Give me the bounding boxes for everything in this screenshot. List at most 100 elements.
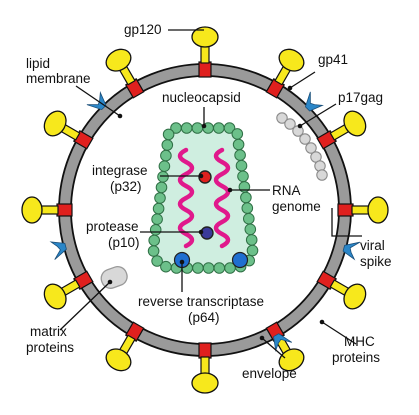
gp120-spikes: [21, 26, 389, 394]
gp120-head: [191, 372, 219, 394]
gp120-spike: [316, 270, 367, 310]
gp120-spike: [191, 342, 219, 394]
gp41-band: [198, 342, 212, 359]
capsid-bead: [149, 224, 162, 236]
label-matrix: matrix: [30, 324, 67, 339]
capsid-bead: [245, 234, 258, 246]
capsid-bead: [223, 122, 236, 134]
capsid-bead: [160, 260, 172, 273]
capsid-bead: [232, 138, 245, 151]
mhc-protein: [342, 241, 361, 261]
gp120-spike: [337, 196, 389, 224]
label-nucleocapsid: nucleocapsid: [162, 90, 241, 105]
capsid-bead: [246, 244, 259, 257]
p17gag-bead: [316, 169, 328, 181]
gp120-head: [343, 283, 367, 310]
capsid-bead: [157, 171, 169, 183]
p17gag-bead: [299, 133, 311, 145]
label-spike: spike: [360, 254, 392, 269]
capsid-bead: [237, 170, 249, 183]
nucleocapsid-beads: [147, 122, 259, 274]
capsid-bead: [235, 159, 248, 172]
gp120-spike: [316, 110, 367, 150]
capsid-bead: [241, 202, 254, 214]
capsid-bead: [234, 149, 246, 161]
label-protease-p10: (p10): [108, 235, 140, 250]
label-viral: viral: [360, 238, 385, 253]
capsid-bead: [213, 262, 226, 274]
mhc-protein: [49, 241, 67, 260]
mhc-protein: [86, 91, 107, 111]
p17gag-bead: [305, 142, 317, 154]
gp120-spike: [265, 48, 305, 99]
capsid-bead: [162, 128, 175, 141]
gp120-head: [21, 196, 43, 224]
rna-strand-left: [177, 147, 195, 249]
capsid-bead: [231, 128, 244, 140]
gp120-spike: [105, 48, 145, 99]
leader-dots: [107, 85, 325, 341]
label-rna: RNA: [272, 183, 301, 198]
capsid-bead: [180, 122, 193, 134]
label-lipid: lipid: [26, 56, 50, 71]
capsid-bead: [151, 213, 163, 225]
label-matrix-proteins: proteins: [26, 340, 74, 355]
label-envelope: envelope: [242, 366, 297, 381]
capsid-bead: [213, 122, 225, 134]
label-reverse-transcriptase-p64: (p64): [188, 310, 220, 325]
capsid-bead: [154, 192, 166, 204]
capsid-bead: [192, 262, 204, 274]
p17gag-bead: [284, 118, 296, 130]
label-gp41: gp41: [318, 52, 348, 67]
capsid-bead: [148, 234, 160, 247]
capsid-bead: [191, 122, 204, 134]
gp120-head: [278, 348, 305, 372]
capsid-bead: [158, 160, 171, 172]
gp120-head: [105, 48, 132, 72]
gp120-head: [191, 26, 219, 48]
capsid-bead: [240, 191, 252, 204]
p17gag-matrix-chain: [276, 112, 328, 181]
gp120-head: [105, 348, 132, 372]
capsid-bead: [147, 245, 160, 257]
gp41-band: [56, 203, 73, 217]
capsid-bead: [202, 262, 215, 274]
gp120-spike: [21, 196, 73, 224]
label-genome: genome: [272, 199, 321, 214]
reverse-transcriptase-right: [231, 251, 249, 269]
label-membrane: membrane: [26, 71, 91, 86]
capsid-bead: [160, 149, 172, 162]
label-p17gag: p17gag: [338, 90, 383, 105]
gp120-head: [343, 110, 367, 137]
gp120-spike: [43, 270, 94, 310]
gp120-spike: [191, 26, 219, 78]
label-integrase: integrase: [92, 163, 148, 178]
label-protease: protease: [86, 219, 139, 234]
gp41-band: [337, 203, 354, 217]
capsid-bead: [244, 223, 257, 236]
capsid-bead: [151, 255, 163, 267]
gp120-head: [43, 283, 67, 310]
gp41-band: [198, 61, 212, 78]
gp120-head: [278, 48, 305, 72]
gp120-head: [43, 110, 67, 137]
capsid-bead: [243, 212, 255, 225]
label-reverse-transcriptase: reverse transcriptase: [138, 294, 264, 309]
label-gp120: gp120: [124, 22, 162, 37]
matrix-protein-blob: [100, 265, 128, 289]
capsid-bead: [152, 202, 165, 215]
label-mhc: MHC: [344, 334, 375, 349]
mhc-protein: [304, 91, 324, 112]
gp120-spike: [43, 110, 94, 150]
label-integrase-p32: (p32): [110, 179, 142, 194]
leader-lines: [59, 29, 362, 359]
p17gag-bead: [276, 112, 288, 124]
gp120-spike: [105, 321, 145, 372]
label-mhc-proteins: proteins: [332, 350, 380, 365]
rna-strand-right: [213, 147, 231, 249]
gp120-head: [367, 196, 389, 224]
capsid-bead: [155, 181, 168, 194]
capsid-body: [153, 128, 253, 268]
capsid-bead: [161, 139, 174, 151]
